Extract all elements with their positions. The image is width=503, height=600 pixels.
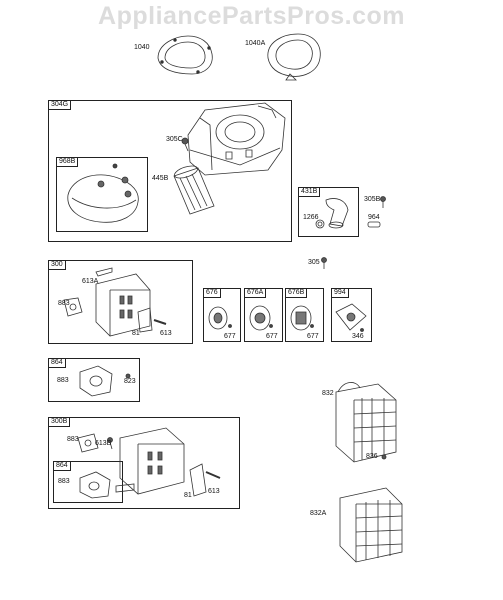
screw-305c-illustration [182,138,188,151]
pin-964-illustration [368,222,380,227]
group-box-968b [56,157,148,232]
label-81b: 81 [184,492,192,499]
label-346: 346 [352,333,364,340]
group-box-864b [53,461,123,503]
label-677c: 677 [307,333,319,340]
deflector-676b-illustration [291,306,314,330]
label-677b: 677 [266,333,278,340]
box-tag-300: 300 [48,260,66,270]
bracket-81a-illustration [138,308,152,332]
watermark: AppliancePartsPros.com [98,2,405,30]
group-box-300b [48,417,240,509]
label-883b: 883 [57,377,69,384]
group-box-300 [48,260,193,344]
box-tag-864b: 864 [53,461,71,471]
box-tag-431b: 431B [298,187,321,197]
screw-613a-illustration [154,320,166,324]
adapter-864b-illustration [80,472,110,498]
label-305c: 305C [166,136,183,143]
label-677a: 677 [224,333,236,340]
label-883d: 883 [58,478,70,485]
adapter-864a-illustration [80,366,130,396]
screw-613c-illustration [206,472,220,478]
screw-836-illustration [382,455,386,459]
group-box-994 [331,288,372,342]
box-tag-968b: 968B [56,157,79,167]
label-613b: 613B [95,440,112,447]
deflector-994-illustration [336,304,366,332]
muffler-300b-illustration [116,428,184,494]
label-613c: 613 [208,488,220,495]
muffler-300-illustration [96,268,150,336]
group-box-304g [48,100,292,242]
box-tag-864a: 864 [48,358,66,368]
gasket-883a-illustration [64,298,82,316]
label-81a: 81 [132,330,140,337]
gasket-1040-illustration [158,36,212,74]
group-box-431b [298,187,359,237]
box-tag-304g: 304G [48,100,72,110]
elbow-431b-illustration [316,198,348,228]
group-box-676 [203,288,241,342]
label-1040: 1040 [134,44,150,51]
blower-housing-illustration [188,103,285,175]
label-445b: 445B [152,175,169,182]
box-tag-994: 994 [331,288,349,298]
label-613a2: 613 [160,330,172,337]
deflector-676a-illustration [250,306,273,330]
label-613a: 613A [82,278,99,285]
guard-832-illustration [336,382,396,462]
filter-445b-illustration [173,164,214,214]
label-964: 964 [368,214,380,221]
screw-305-illustration [322,258,327,270]
box-tag-676a: 676A [244,288,267,298]
gasket-1040a-illustration [268,34,320,80]
label-1266: 1266 [303,214,319,221]
bracket-81b-illustration [190,464,206,496]
gasket-883c-illustration [78,434,98,452]
group-box-864a [48,358,140,402]
box-tag-676b: 676B [285,288,308,298]
deflector-676-illustration [209,307,232,329]
box-tag-676: 676 [203,288,221,298]
label-823: 823 [124,378,136,385]
screw-305b-illustration [381,197,386,209]
label-883c: 883 [67,436,79,443]
guard-832a-illustration [340,488,402,562]
label-1040a: 1040A [245,40,266,47]
label-883a: 883 [58,300,70,307]
label-305: 305 [308,259,320,266]
label-832a: 832A [310,510,327,517]
label-305b: 305B [364,196,381,203]
label-836: 836 [366,453,378,460]
label-832: 832 [322,390,334,397]
cover-968b-illustration [68,164,138,222]
screw-613b-illustration [108,438,113,450]
box-tag-300b: 300B [48,417,71,427]
